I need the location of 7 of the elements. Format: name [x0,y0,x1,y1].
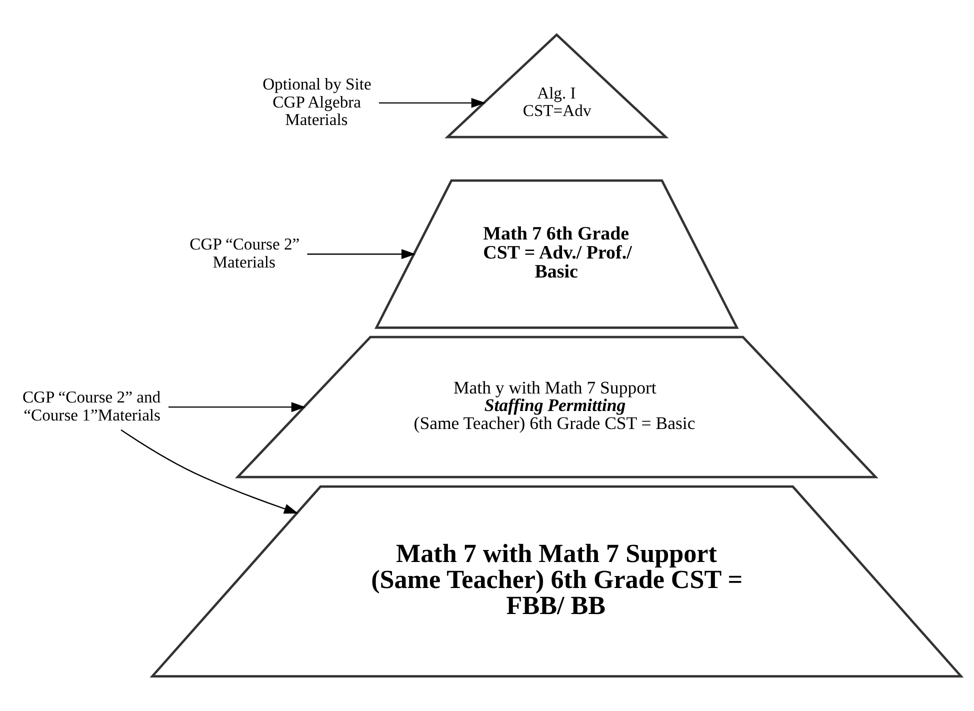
node-text: Optional by Site CGP Algebra Materials [262,74,372,130]
arrow [168,402,306,412]
arrow [307,249,416,260]
node-text: CGP “Course 2” and “Course 1”Materials [22,388,161,424]
arrow [120,429,298,514]
arrow [378,98,486,108]
node-text: CGP “Course 2” Materials [190,234,300,272]
